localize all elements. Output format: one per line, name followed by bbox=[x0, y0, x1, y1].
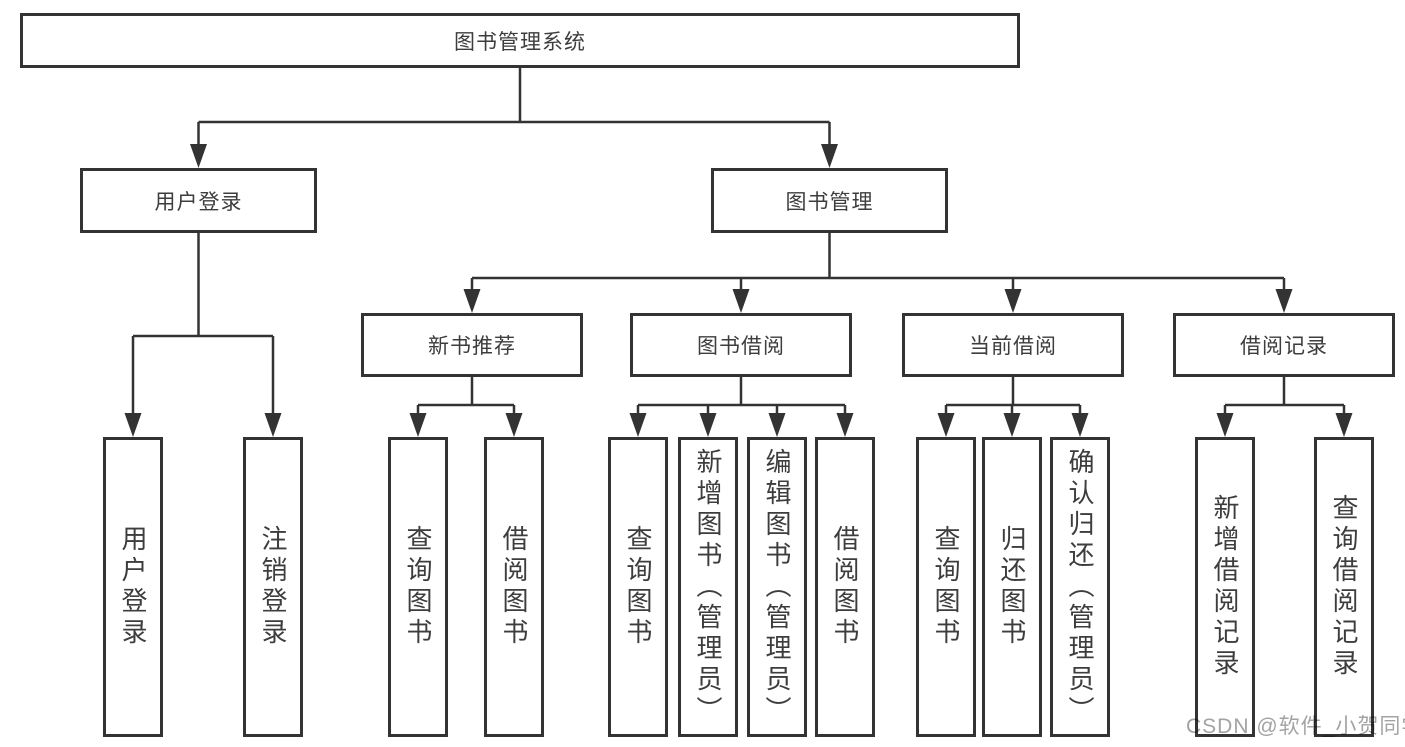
connector-root-branch bbox=[197, 68, 831, 152]
leaf-borrow-query-books: 查询图书 bbox=[608, 437, 668, 737]
leaf-current-query-books-label: 查询图书 bbox=[931, 525, 961, 649]
leaf-borrow-borrow-books-label: 借阅图书 bbox=[830, 525, 860, 649]
node-book-borrow-label: 图书借阅 bbox=[697, 335, 785, 358]
leaf-borrow-query-books-label: 查询图书 bbox=[623, 525, 653, 649]
leaf-newbook-query-books: 查询图书 bbox=[388, 437, 448, 737]
node-current-borrow: 当前借阅 bbox=[902, 313, 1124, 377]
leaf-current-query-books: 查询图书 bbox=[916, 437, 976, 737]
leaf-current-confirm-return-admin-label: 确认归还（管理员） bbox=[1065, 447, 1095, 727]
leaf-records-query-record: 查询借阅记录 bbox=[1314, 437, 1374, 737]
leaf-current-return-books-label: 归还图书 bbox=[997, 525, 1027, 649]
connector-borrow-records-branch bbox=[1223, 377, 1346, 421]
node-user-login: 用户登录 bbox=[80, 168, 317, 233]
leaf-records-add-record: 新增借阅记录 bbox=[1195, 437, 1255, 737]
leaf-newbook-borrow-books-label: 借阅图书 bbox=[499, 525, 529, 649]
leaf-borrow-add-books-admin: 新增图书（管理员） bbox=[678, 437, 738, 737]
node-book-management-label: 图书管理 bbox=[785, 190, 874, 214]
node-book-borrow: 图书借阅 bbox=[630, 313, 852, 377]
leaf-borrow-add-books-admin-label: 新增图书（管理员） bbox=[693, 447, 723, 727]
node-root: 图书管理系统 bbox=[20, 13, 1020, 68]
leaf-logout: 注销登录 bbox=[243, 437, 303, 737]
connector-new-books-branch bbox=[416, 377, 516, 421]
arrowheads bbox=[124, 144, 1353, 437]
leaf-borrow-borrow-books: 借阅图书 bbox=[815, 437, 875, 737]
leaf-user-login: 用户登录 bbox=[103, 437, 163, 737]
leaf-current-return-books: 归还图书 bbox=[982, 437, 1042, 737]
connector-book-borrow-branch bbox=[636, 377, 847, 421]
leaf-records-query-record-label: 查询借阅记录 bbox=[1329, 494, 1359, 680]
connector-book-mgmt-branch bbox=[470, 233, 1286, 298]
node-book-management: 图书管理 bbox=[711, 168, 948, 233]
leaf-logout-label: 注销登录 bbox=[258, 525, 288, 649]
leaf-newbook-borrow-books: 借阅图书 bbox=[484, 437, 544, 737]
node-root-label: 图书管理系统 bbox=[454, 30, 586, 54]
node-new-book-recommend-label: 新书推荐 bbox=[428, 335, 516, 358]
node-borrow-records-label: 借阅记录 bbox=[1240, 335, 1328, 358]
leaf-borrow-edit-books-admin-label: 编辑图书（管理员） bbox=[762, 447, 792, 727]
node-user-login-label: 用户登录 bbox=[154, 190, 243, 214]
node-new-book-recommend: 新书推荐 bbox=[361, 313, 583, 377]
leaf-user-login-label: 用户登录 bbox=[118, 525, 148, 649]
leaf-records-add-record-label: 新增借阅记录 bbox=[1210, 494, 1240, 680]
node-current-borrow-label: 当前借阅 bbox=[969, 335, 1057, 358]
csdn-watermark: CSDN @软件_小贺同学 bbox=[1186, 715, 1405, 738]
leaf-newbook-query-books-label: 查询图书 bbox=[403, 525, 433, 649]
node-borrow-records: 借阅记录 bbox=[1173, 313, 1395, 377]
connector-user-login-branch bbox=[131, 233, 275, 422]
leaf-current-confirm-return-admin: 确认归还（管理员） bbox=[1050, 437, 1110, 737]
leaf-borrow-edit-books-admin: 编辑图书（管理员） bbox=[747, 437, 807, 737]
